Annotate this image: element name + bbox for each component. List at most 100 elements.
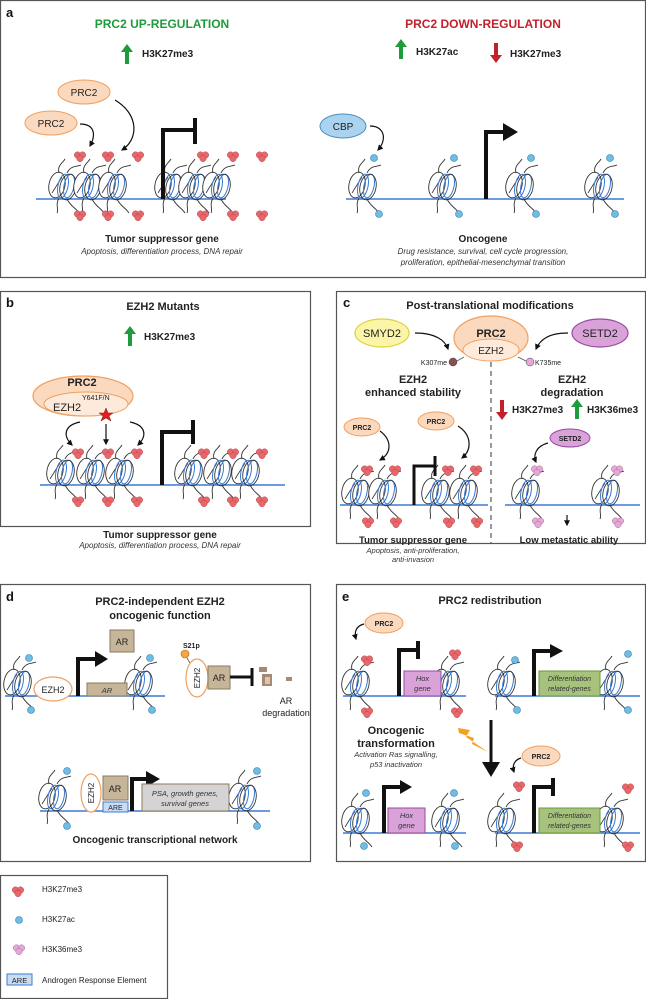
up-arrow-icon bbox=[124, 326, 136, 346]
curved-arrow-icon bbox=[79, 123, 95, 148]
h3k36me3-cluster-icon bbox=[13, 944, 25, 955]
up-arrow-icon bbox=[395, 39, 407, 59]
curved-arrow-icon bbox=[414, 332, 450, 351]
active-promoter-arrowhead bbox=[146, 771, 160, 787]
tumor-suppressor-gene-label: Tumor suppressor gene bbox=[105, 234, 219, 245]
h3k27me3-down-label: H3K27me3 bbox=[512, 405, 564, 416]
differentiation-genes-box bbox=[538, 807, 601, 834]
h3k27ac-up-label: H3K27ac bbox=[416, 47, 459, 58]
active-promoter-icon bbox=[484, 130, 505, 199]
legend-item-h3k27ac: H3K27ac bbox=[15, 915, 75, 924]
smyd2-enzyme bbox=[354, 318, 410, 348]
tumor-suppressor-gene-label: Tumor suppressor gene bbox=[103, 530, 217, 541]
h3k27ac-mark bbox=[362, 789, 370, 797]
tumor-suppressor-desc-1: Apoptosis, anti-proliferation, bbox=[366, 546, 460, 555]
are-box-icon bbox=[6, 973, 33, 986]
tumor-suppressor-desc: Apoptosis, differentiation process, DNA … bbox=[80, 247, 243, 256]
h3k27ac-mark bbox=[360, 842, 368, 850]
h3k36me3-up-label: H3K36me3 bbox=[587, 405, 639, 416]
legend: H3K27me3 H3K27ac H3K36me3 ARE Androgen R… bbox=[0, 874, 169, 999]
mutation-star-icon bbox=[98, 407, 114, 422]
curved-arrow-icon bbox=[509, 757, 522, 774]
smyd2-label: SMYD2 bbox=[363, 328, 401, 340]
ezh2-protein-vertical bbox=[80, 773, 102, 813]
panel-e-label: e bbox=[342, 589, 349, 604]
ezh2-vertical-label: EZH2 bbox=[193, 667, 202, 688]
y641-mutation-label: Y641F/N bbox=[82, 395, 110, 402]
k307me-label: K307me bbox=[421, 360, 447, 367]
panel-e: e PRC2 redistribution PRC2 Hox gene Diff… bbox=[335, 583, 646, 863]
prc2-complex-small bbox=[364, 612, 404, 634]
nucleosome-group-right bbox=[345, 154, 619, 218]
target-genes-label-1: PSA, growth genes, bbox=[152, 789, 218, 798]
s21p-phospho-icon bbox=[180, 649, 190, 659]
panel-d: d PRC2-independent EZH2 oncogenic functi… bbox=[0, 583, 312, 863]
tumor-suppressor-desc: Apoptosis, differentiation process, DNA … bbox=[78, 541, 241, 550]
h3k27ac-mark bbox=[27, 706, 35, 714]
prc2-small-label: PRC2 bbox=[353, 425, 372, 432]
oncogenic-desc-2: p53 inactivation bbox=[369, 760, 422, 769]
active-promoter-arrowhead bbox=[400, 780, 412, 794]
ar-protein bbox=[109, 629, 135, 653]
transformation-arrowhead-icon bbox=[482, 762, 500, 777]
ar-gene-box bbox=[86, 682, 128, 697]
panel-a: a PRC2 UP-REGULATION H3K27me3 PRC2 PRC2 … bbox=[0, 0, 646, 279]
prc2-complex-2 bbox=[24, 110, 78, 136]
oncogenic-desc-1: Activation Ras signalling, bbox=[353, 750, 437, 759]
h3k27ac-mark bbox=[253, 822, 261, 830]
curved-arrow-icon bbox=[378, 430, 390, 461]
k735me-mark-icon bbox=[525, 357, 535, 367]
k307me-mark-icon bbox=[448, 357, 458, 367]
curved-arrow-icon bbox=[531, 442, 549, 464]
panel-d-border bbox=[0, 583, 312, 863]
ar-gene-label: AR bbox=[101, 686, 113, 695]
h3k27me3-mark bbox=[361, 655, 373, 666]
curved-arrow-icon bbox=[114, 99, 135, 151]
ezh2-stability-heading-1: EZH2 bbox=[399, 374, 427, 386]
ar-fragments-icon bbox=[259, 667, 292, 686]
ar-degradation-label-2: degradation bbox=[262, 708, 310, 718]
prc2-upregulation-title: PRC2 UP-REGULATION bbox=[95, 17, 229, 31]
nucleosome bbox=[484, 792, 521, 848]
differentiation-genes-box bbox=[538, 670, 601, 697]
active-promoter-icon bbox=[130, 777, 148, 811]
prc2-complex-1-label: PRC2 bbox=[71, 88, 98, 99]
legend-label: H3K27ac bbox=[42, 915, 75, 924]
curved-arrow-icon bbox=[457, 425, 470, 459]
tumor-suppressor-desc-2: anti-invasion bbox=[392, 555, 434, 564]
panel-d-label: d bbox=[6, 589, 14, 604]
repressed-promoter-icon bbox=[160, 420, 195, 485]
panel-c-label: c bbox=[343, 295, 350, 310]
differentiation-label-1: Differentiation bbox=[548, 813, 591, 820]
up-arrow-icon bbox=[121, 44, 133, 64]
active-promoter-icon bbox=[382, 785, 402, 833]
ar-protein-label: AR bbox=[116, 637, 129, 647]
panel-b-border bbox=[0, 290, 312, 528]
prc2-complex-small bbox=[343, 417, 381, 437]
legend-label: H3K36me3 bbox=[42, 945, 83, 954]
setd2-enzyme bbox=[571, 318, 629, 348]
ar-protein-network bbox=[102, 775, 129, 801]
h3k27ac-mark bbox=[511, 656, 519, 664]
target-genes-box bbox=[141, 783, 230, 812]
cbp-complex bbox=[319, 113, 367, 139]
ezh2-degradation-heading-2: degradation bbox=[541, 387, 604, 399]
prc2-label: PRC2 bbox=[67, 377, 96, 389]
active-promoter-arrowhead bbox=[503, 123, 518, 141]
are-label: ARE bbox=[108, 805, 123, 812]
panel-d-title-2: oncogenic function bbox=[109, 610, 211, 622]
ezh2-degradation-heading-1: EZH2 bbox=[558, 374, 586, 386]
h3k27ac-mark bbox=[451, 842, 459, 850]
setd2-small-label: SETD2 bbox=[559, 436, 582, 443]
ezh2-stability-heading-2: enhanced stability bbox=[365, 387, 462, 399]
legend-item-h3k27me3: H3K27me3 bbox=[12, 885, 83, 897]
repressed-promoter-icon bbox=[397, 641, 420, 696]
panel-b: b EZH2 Mutants H3K27me3 PRC2 EZH2 Y641F/… bbox=[0, 290, 312, 550]
oncogene-desc-2: proliferation, epithelial-mesenchymal tr… bbox=[400, 258, 566, 267]
hox-gene-box bbox=[387, 807, 426, 834]
prc2-redistribution-title: PRC2 redistribution bbox=[438, 595, 542, 607]
h3k27ac-dot-icon bbox=[15, 916, 23, 924]
nucleosome bbox=[484, 655, 521, 711]
nucleosome-group bbox=[43, 444, 268, 507]
